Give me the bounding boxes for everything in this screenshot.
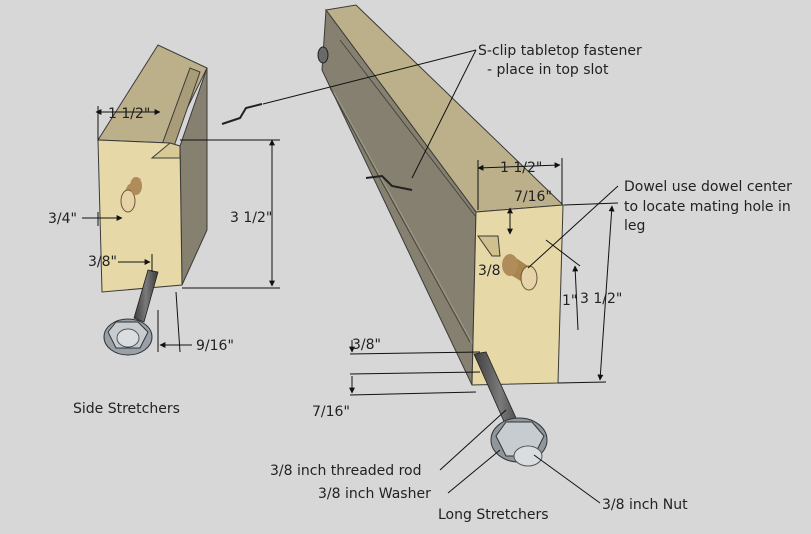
side-dim-height: 3 1/2"	[230, 210, 272, 226]
dowel-label-line2: to locate mating hole in	[624, 199, 791, 215]
side-threaded-rod	[133, 269, 159, 323]
sclip-fastener-1	[221, 103, 263, 125]
long-dim-height: 3 1/2"	[580, 291, 622, 307]
callout-lines	[262, 49, 619, 504]
long-stretcher	[317, 4, 565, 467]
side-stretcher	[97, 44, 208, 356]
nut-label: 3/8 inch Nut	[602, 497, 688, 513]
sclip-label-line1: S-clip tabletop fastener	[478, 43, 642, 59]
long-dim-spacing-bottom: 7/16"	[312, 404, 350, 420]
side-stretcher-face	[97, 139, 183, 293]
side-dim-rod: 3/8"	[88, 254, 117, 270]
labels: S-clip tabletop fastener - place in top …	[48, 43, 792, 523]
long-dim-dowel-height: 1"	[562, 293, 577, 309]
side-dim-depth: 9/16"	[196, 338, 234, 354]
dimension-lines	[82, 106, 619, 396]
long-dim-slot: 7/16"	[514, 189, 552, 205]
sclip-label-line2: - place in top slot	[487, 62, 609, 78]
long-dim-width: 1 1/2"	[500, 160, 542, 176]
side-dim-width: 1 1/2"	[108, 106, 150, 122]
side-stretchers-caption: Side Stretchers	[73, 401, 180, 417]
sclip-fastener-2	[365, 174, 413, 191]
washer-label: 3/8 inch Washer	[318, 486, 431, 502]
long-dowel	[502, 254, 538, 291]
dowel-label-line3: leg	[624, 218, 645, 234]
long-stretchers-caption: Long Stretchers	[438, 507, 549, 523]
side-dim-dowel: 3/4"	[48, 211, 77, 227]
long-dim-rod-offset: 3/8	[478, 263, 501, 279]
long-dim-spacing-top: 3/8"	[352, 337, 381, 353]
side-nut	[103, 318, 153, 356]
rod-label: 3/8 inch threaded rod	[270, 463, 422, 479]
dowel-label-line1: Dowel use dowel center	[624, 179, 792, 195]
long-nut	[490, 417, 548, 467]
side-dowel	[120, 177, 142, 213]
